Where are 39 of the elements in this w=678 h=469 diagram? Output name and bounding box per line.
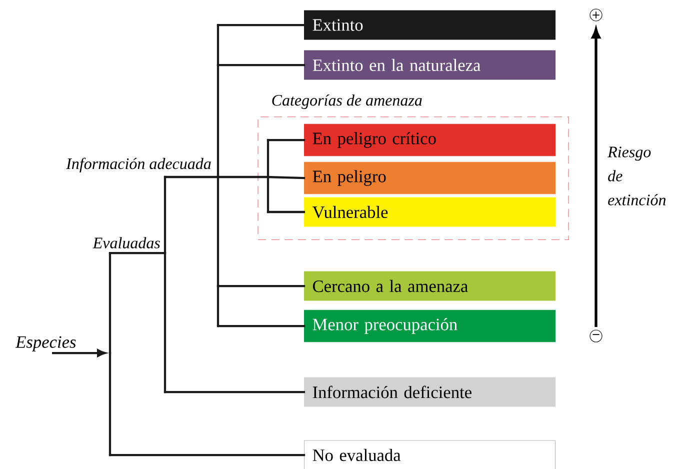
extinct-box: Extinto [304, 10, 556, 40]
connector [266, 210, 306, 214]
connector [216, 324, 306, 328]
connector [108, 252, 166, 254]
info-label: Información adecuada [66, 158, 211, 172]
category-box: Extinto en la naturaleza [304, 50, 556, 80]
category-box: Cercano a la amenaza [304, 271, 556, 301]
connector [216, 176, 220, 288]
plus-sign: + [590, 8, 602, 22]
category-box: No evaluada [304, 440, 556, 469]
category-box: Vulnerable [304, 197, 556, 227]
connector [216, 24, 306, 26]
connector [108, 352, 112, 456]
category-box: En peligro [304, 162, 556, 194]
connector [216, 24, 220, 66]
risk-label: Riesgo de extinción [608, 146, 666, 206]
node-label: Categorías de amenaza [272, 94, 422, 109]
species-label: Especies [15, 336, 76, 352]
connector [216, 176, 270, 178]
connector [216, 284, 220, 328]
connector [266, 138, 306, 142]
minus-sign: − [590, 330, 602, 342]
connector [266, 176, 306, 180]
connector [216, 284, 306, 288]
connector [266, 138, 270, 178]
connector [216, 64, 306, 66]
category-box: Información deficiente [304, 377, 556, 407]
connector [266, 176, 270, 214]
connector [164, 252, 166, 394]
connector [216, 64, 220, 178]
evaluated-label: Evaluadas [92, 237, 160, 248]
connector [108, 454, 306, 456]
category-box: Menor preocupación [304, 310, 556, 342]
connector [164, 176, 166, 254]
category-box: En peligro crítico [304, 124, 556, 156]
connector [164, 390, 306, 394]
arrow [52, 349, 106, 357]
connector [108, 252, 112, 354]
connector [164, 176, 220, 178]
